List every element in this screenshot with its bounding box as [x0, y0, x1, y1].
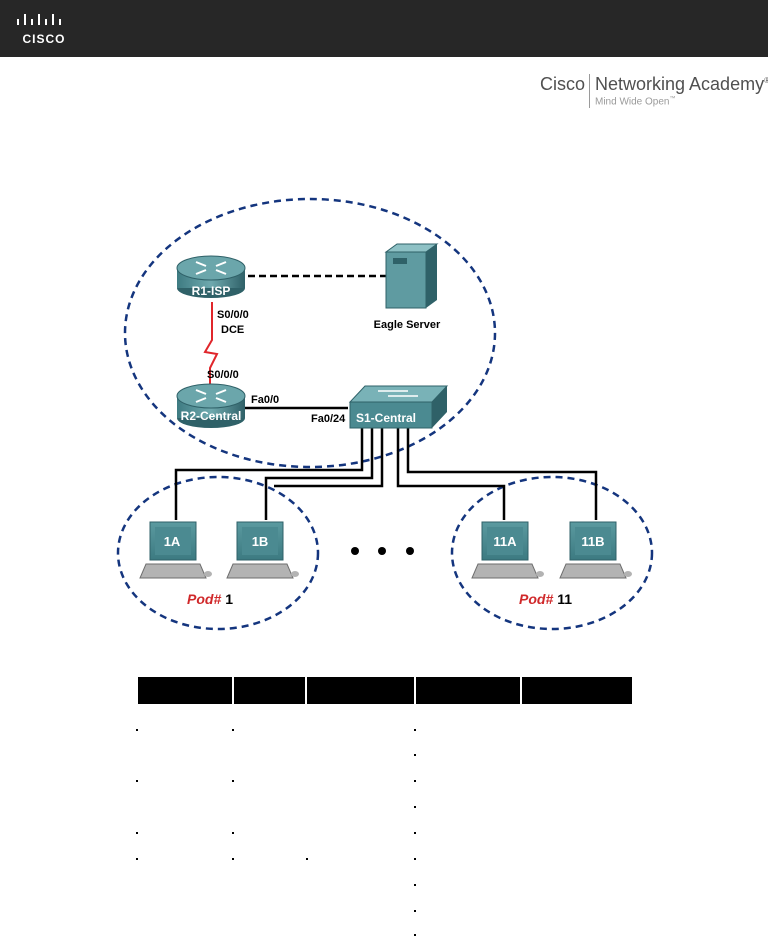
cable-11a [396, 428, 506, 520]
r2-fa-port-label: Fa0/0 [251, 394, 279, 406]
pod-11-boundary [450, 475, 654, 631]
router-arrows-icon [195, 389, 227, 403]
academy-name-text: Networking Academy [595, 74, 765, 94]
pod-1-number: 1 [225, 591, 233, 607]
cable-extra-left [274, 428, 384, 488]
host-label: 11B [581, 534, 604, 549]
addressing-table-grid-marks [136, 729, 416, 936]
dce-label: DCE [221, 324, 244, 336]
pod-11-number: 11 [557, 591, 572, 607]
ellipsis-dots [351, 547, 414, 555]
cable-1a [174, 428, 364, 520]
router-r2-central: R2-Central [176, 383, 246, 428]
academy-name: Networking Academy® [595, 74, 768, 95]
host-label: 11A [493, 534, 517, 549]
addressing-table-header [138, 677, 632, 704]
keyboard-icon [471, 563, 539, 579]
r2-label: R2-Central [181, 409, 242, 423]
academy-cisco-text: Cisco [540, 74, 586, 94]
mouse-icon [291, 571, 299, 577]
keyboard-icon [226, 563, 294, 579]
cable-11b [406, 428, 598, 520]
top-bar: CISCO [0, 0, 768, 57]
r2-serial-port-label: S0/0/0 [207, 369, 239, 381]
switch-port-label: Fa0/24 [311, 413, 346, 425]
pod-11-prefix: Pod# [519, 591, 553, 607]
tagline-text: Mind Wide Open [595, 96, 670, 108]
host-label: 1B [252, 534, 269, 549]
switch-s1-central: S1-Central [348, 385, 449, 429]
host-label: 1A [164, 534, 181, 549]
registered-mark: ® [764, 76, 768, 85]
eagle-server: Eagle Server [374, 243, 441, 331]
switch-arrows-icon [378, 390, 418, 397]
server-label: Eagle Server [374, 319, 441, 331]
host-11a: 11A [471, 521, 544, 579]
router-arrows-icon [195, 261, 227, 275]
server-drive-icon [393, 258, 407, 264]
r1-label: R1-ISP [192, 284, 231, 298]
pod-1-boundary [116, 475, 320, 631]
pod-1-label: Pod#1 [187, 591, 233, 607]
cisco-bridge-icon [17, 14, 61, 25]
cisco-logo: CISCO [14, 10, 74, 46]
router-r1-isp: R1-ISP [176, 255, 246, 298]
core-network-boundary [123, 197, 497, 469]
switch-pod-cables [174, 428, 598, 520]
mouse-icon [204, 571, 212, 577]
host-1b: 1B [226, 521, 299, 579]
cable-1b [264, 428, 374, 520]
host-11b: 11B [559, 521, 632, 579]
pod-11-label: Pod#11 [519, 591, 572, 607]
serial-link [203, 302, 219, 384]
cisco-wordmark: CISCO [22, 32, 66, 46]
host-1a: 1A [139, 521, 212, 579]
trademark-mark: ™ [669, 96, 676, 102]
pod-1-prefix: Pod# [187, 591, 221, 607]
switch-label: S1-Central [356, 411, 416, 425]
keyboard-icon [559, 563, 627, 579]
academy-logo: Cisco Networking Academy® Mind Wide Open… [540, 70, 768, 112]
academy-separator [589, 74, 590, 108]
mouse-icon [624, 571, 632, 577]
mouse-icon [536, 571, 544, 577]
keyboard-icon [139, 563, 207, 579]
r1-serial-port-label: S0/0/0 [217, 309, 249, 321]
academy-tagline: Mind Wide Open™ [595, 96, 675, 107]
